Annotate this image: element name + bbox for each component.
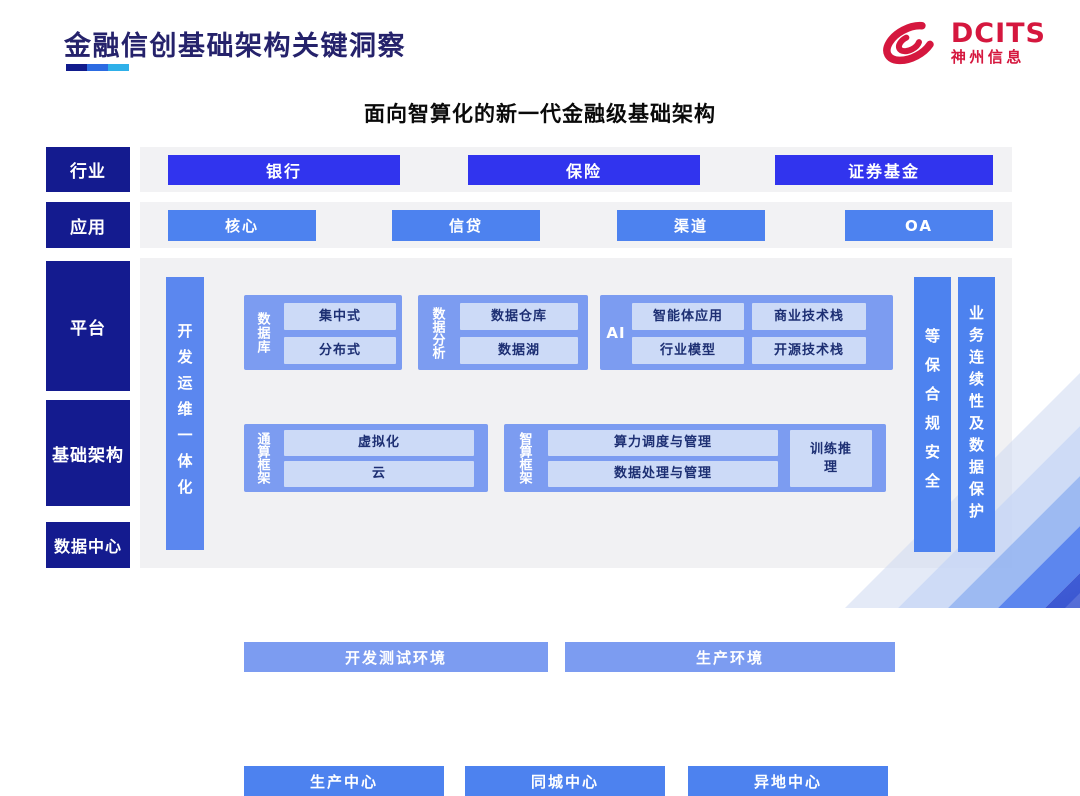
security-compliance-bar: 等保合规安全 (914, 277, 951, 552)
title-underline (66, 64, 129, 71)
logo-company-text: 神州信息 (950, 48, 1025, 67)
dcits-logo: DCITS 神州信息 (878, 18, 1046, 68)
ai-item-opensource-stack: 开源技术栈 (752, 337, 866, 364)
ai-item-industry-models: 行业模型 (632, 337, 744, 364)
business-continuity-bar: 业务连续性及数据保护 (958, 277, 995, 552)
ai-item-agent-apps: 智能体应用 (632, 303, 744, 330)
industry-item-insurance: 保险 (468, 155, 700, 185)
center-production: 生产中心 (244, 766, 444, 796)
ai-compute-item-data-mgmt: 数据处理与管理 (548, 461, 778, 487)
dcits-swirl-icon (883, 21, 937, 65)
analytics-item-warehouse: 数据仓库 (460, 303, 578, 330)
industry-item-bank: 银行 (168, 155, 400, 185)
center-same-city: 同城中心 (465, 766, 665, 796)
underline-segment-dark (66, 64, 87, 71)
general-compute-item-virtualization: 虚拟化 (284, 430, 474, 456)
side-label-industry: 行业 (46, 147, 130, 192)
side-label-datacenter: 数据中心 (46, 522, 130, 568)
application-item-core: 核心 (168, 210, 316, 241)
analytics-group-label: 数据分析 (429, 306, 445, 359)
production-env-bar: 生产环境 (565, 642, 895, 672)
ai-compute-group: 智算框架 算力调度与管理 数据处理与管理 训练推理 (504, 424, 886, 492)
dev-test-env-bar: 开发测试环境 (244, 642, 548, 672)
database-group: 数据库 集中式 分布式 (244, 295, 402, 370)
devops-vertical-bar: 开发运维一体化 (166, 277, 204, 550)
application-row: 核心 信贷 渠道 OA (140, 202, 1012, 248)
database-item-distributed: 分布式 (284, 337, 396, 364)
platform-panel: 开发运维一体化 数据库 集中式 分布式 数据分析 数据仓库 数据湖 AI 智能体… (140, 258, 1012, 796)
diagram-subtitle: 面向智算化的新一代金融级基础架构 (364, 102, 716, 126)
database-item-centralized: 集中式 (284, 303, 396, 330)
center-remote: 异地中心 (688, 766, 888, 796)
ai-compute-item-train-infer: 训练推理 (790, 430, 872, 487)
side-label-platform: 平台 (46, 261, 130, 391)
application-item-oa: OA (845, 210, 993, 241)
general-compute-group: 通算框架 虚拟化 云 (244, 424, 488, 492)
general-compute-item-cloud: 云 (284, 461, 474, 487)
ai-compute-group-label: 智算框架 (516, 432, 532, 484)
ai-group: AI 智能体应用 商业技术栈 行业模型 开源技术栈 (600, 295, 893, 370)
industry-item-securities: 证券基金 (775, 155, 993, 185)
side-label-application: 应用 (46, 202, 130, 248)
side-label-infrastructure: 基础架构 (46, 400, 130, 506)
database-group-label: 数据库 (254, 311, 270, 354)
application-item-channel: 渠道 (617, 210, 765, 241)
logo-brand-text: DCITS (950, 17, 1046, 49)
slide: 金融信创基础架构关键洞察 DCITS 神州信息 面向智算化的新一代金融级基础架构… (46, 18, 1080, 796)
underline-segment-mid (87, 64, 108, 71)
ai-compute-item-scheduling: 算力调度与管理 (548, 430, 778, 456)
application-item-credit: 信贷 (392, 210, 540, 241)
analytics-group: 数据分析 数据仓库 数据湖 (418, 295, 588, 370)
industry-row: 银行 保险 证券基金 (140, 147, 1012, 192)
analytics-item-lake: 数据湖 (460, 337, 578, 364)
underline-segment-light (108, 64, 129, 71)
general-compute-group-label: 通算框架 (254, 432, 270, 484)
ai-group-label: AI (606, 323, 626, 342)
ai-item-commercial-stack: 商业技术栈 (752, 303, 866, 330)
page-title: 金融信创基础架构关键洞察 (64, 31, 406, 62)
